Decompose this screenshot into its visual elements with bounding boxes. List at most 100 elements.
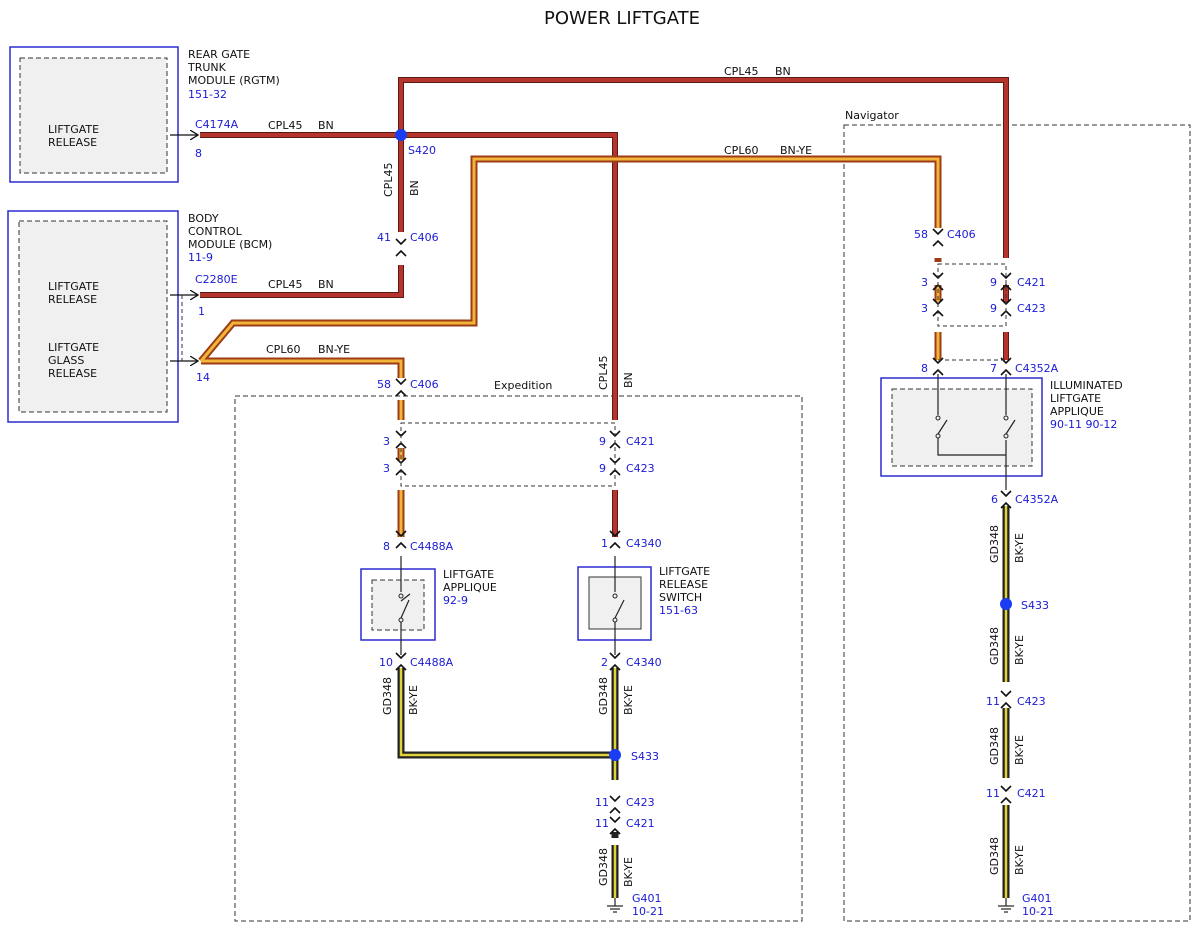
illuminated-applique-label-1: ILLUMINATED xyxy=(1050,379,1123,392)
pin-3-c423-expedition: 3 xyxy=(383,462,390,475)
rgtm-module: LIFTGATE RELEASE xyxy=(9,46,179,183)
rgtm-function-label-1: LIFTGATE xyxy=(48,123,99,136)
g401-ref-navigator: 10-21 xyxy=(1022,905,1054,918)
wire-label-bn-vert: BN xyxy=(408,180,421,196)
connector-mark-c4340-bottom xyxy=(609,652,621,671)
wire-label-gd348-nav-2: GD348 xyxy=(988,627,1001,665)
wire-label-bk-ye-ground: BK-YE xyxy=(622,857,635,887)
c421-label-expedition: C421 xyxy=(626,435,655,448)
bcm-glass-label-1: LIFTGATE xyxy=(48,341,99,354)
pin-9-c421-navigator: 9 xyxy=(990,276,997,289)
rgtm-function-label-2: RELEASE xyxy=(48,136,97,149)
wire-label-cpl60-bcm: CPL60 xyxy=(266,343,300,356)
wire-label-bk-ye-nav-2: BK-YE xyxy=(1013,635,1026,665)
release-switch-label-2: RELEASE xyxy=(659,578,708,591)
illuminated-applique-component xyxy=(880,374,1043,490)
pin-8-c4352a: 8 xyxy=(921,362,928,375)
bcm-ref: 11-9 xyxy=(188,251,213,264)
connector-mark-c4340-top xyxy=(609,530,621,549)
bcm-name-1: BODY xyxy=(188,212,219,225)
connector-mark-c4352a-bottom xyxy=(1000,490,1012,509)
wire-label-bk-ye-nav-4: BK-YE xyxy=(1013,845,1026,875)
wire-label-cpl45-exp: CPL45 xyxy=(597,356,610,390)
wire-label-gd348-nav-4: GD348 xyxy=(988,837,1001,875)
s433-label-navigator: S433 xyxy=(1021,599,1049,612)
wire-label-bn-top: BN xyxy=(318,119,334,132)
connector-mark-c421-expedition-lower xyxy=(609,816,621,835)
ground-symbol-navigator xyxy=(998,898,1014,913)
connector-mark-c406-navigator xyxy=(932,228,944,247)
pin-1-c4340: 1 xyxy=(601,537,608,550)
connector-mark-c423-expedition-lower xyxy=(609,795,621,814)
rgtm-ref: 151-32 xyxy=(188,88,227,101)
pin-9-c423-expedition: 9 xyxy=(599,462,606,475)
c4488a-label-bottom: C4488A xyxy=(410,656,454,669)
bcm-release-label-2: RELEASE xyxy=(48,293,97,306)
c421-label-navigator-lower: C421 xyxy=(1017,787,1046,800)
wire-label-bn-ye-bcm: BN-YE xyxy=(318,343,350,356)
c406-label-expedition: C406 xyxy=(410,378,439,391)
c4352a-label-bottom: C4352A xyxy=(1015,493,1059,506)
connector-mark-c423-navigator-lower xyxy=(1000,690,1012,709)
connector-mark-c421-navigator-right xyxy=(1000,272,1012,291)
g401-ref-expedition: 10-21 xyxy=(632,905,664,918)
wire-label-cpl45-top: CPL45 xyxy=(268,119,302,132)
c423-label-expedition: C423 xyxy=(626,462,655,475)
wire-label-cpl45-vert: CPL45 xyxy=(382,163,395,197)
bcm-pin-release: 1 xyxy=(198,305,205,318)
pin-11-c421-expedition: 11 xyxy=(595,817,609,830)
wire-label-bn-ye-long: BN-YE xyxy=(780,144,812,157)
c4352a-label-top: C4352A xyxy=(1015,362,1059,375)
bcm-glass-label-3: RELEASE xyxy=(48,367,97,380)
release-switch-label-3: SWITCH xyxy=(659,591,702,604)
rgtm-pin: 8 xyxy=(195,147,202,160)
c4340-label-top: C4340 xyxy=(626,537,662,550)
c423-label-expedition-lower: C423 xyxy=(626,796,655,809)
connector-mark-c4488a-bottom xyxy=(395,652,407,671)
rgtm-name-2: TRUNK xyxy=(187,61,227,74)
c4340-label-bottom: C4340 xyxy=(626,656,662,669)
wire-label-gd348-nav-3: GD348 xyxy=(988,727,1001,765)
connector-mark-c4352a-left xyxy=(932,357,944,376)
pin-7-c4352a: 7 xyxy=(990,362,997,375)
liftgate-applique-label-1: LIFTGATE xyxy=(443,568,494,581)
liftgate-applique-label-2: APPLIQUE xyxy=(443,581,497,594)
connector-mark-c423-expedition-right xyxy=(609,457,621,476)
c406-label-upper: C406 xyxy=(410,231,439,244)
cpl45-bn-wires xyxy=(200,77,1009,537)
expedition-c421-c423-group xyxy=(400,422,616,487)
connector-mark-c4352a-right xyxy=(1000,357,1012,376)
wire-label-cpl45-bcm: CPL45 xyxy=(268,278,302,291)
connector-mark-c406-expedition xyxy=(395,378,407,397)
connector-marks xyxy=(395,228,1012,835)
release-switch-label-1: LIFTGATE xyxy=(659,565,710,578)
wire-label-cpl60-long: CPL60 xyxy=(724,144,758,157)
s433-label-expedition: S433 xyxy=(631,750,659,763)
bcm-glass-label-2: GLASS xyxy=(48,354,84,367)
pin-58-navigator: 58 xyxy=(914,228,928,241)
bcm-name-2: CONTROL xyxy=(188,225,243,238)
pin-3-c423-navigator: 3 xyxy=(921,302,928,315)
c406-label-navigator: C406 xyxy=(947,228,976,241)
wire-label-bk-ye-nav-1: BK-YE xyxy=(1013,533,1026,563)
pin-3-c421-navigator: 3 xyxy=(921,276,928,289)
wire-label-bk-ye-mid: BK-YE xyxy=(622,685,635,715)
s433-splice-expedition xyxy=(609,749,621,761)
connector-mark-c406-upper xyxy=(395,238,407,257)
illuminated-applique-ref: 90-11 90-12 xyxy=(1050,418,1117,431)
ground-symbol-expedition xyxy=(607,898,623,913)
rgtm-name-3: MODULE (RGTM) xyxy=(188,74,280,87)
pin-11-c423-navigator: 11 xyxy=(986,695,1000,708)
cpl60-bn-ye-wires xyxy=(198,155,942,537)
illuminated-applique-label-3: APPLIQUE xyxy=(1050,405,1104,418)
wire-label-bn-bcm: BN xyxy=(318,278,334,291)
bcm-release-label-1: LIFTGATE xyxy=(48,280,99,293)
pin-3-c421-expedition: 3 xyxy=(383,435,390,448)
navigator-zone-label: Navigator xyxy=(845,109,899,122)
pin-8-c4488a: 8 xyxy=(383,540,390,553)
rgtm-connector: C4174A xyxy=(195,118,239,131)
rgtm-name-1: REAR GATE xyxy=(188,48,250,61)
wire-label-gd348-mid: GD348 xyxy=(597,677,610,715)
pin-10-c4488a: 10 xyxy=(379,656,393,669)
